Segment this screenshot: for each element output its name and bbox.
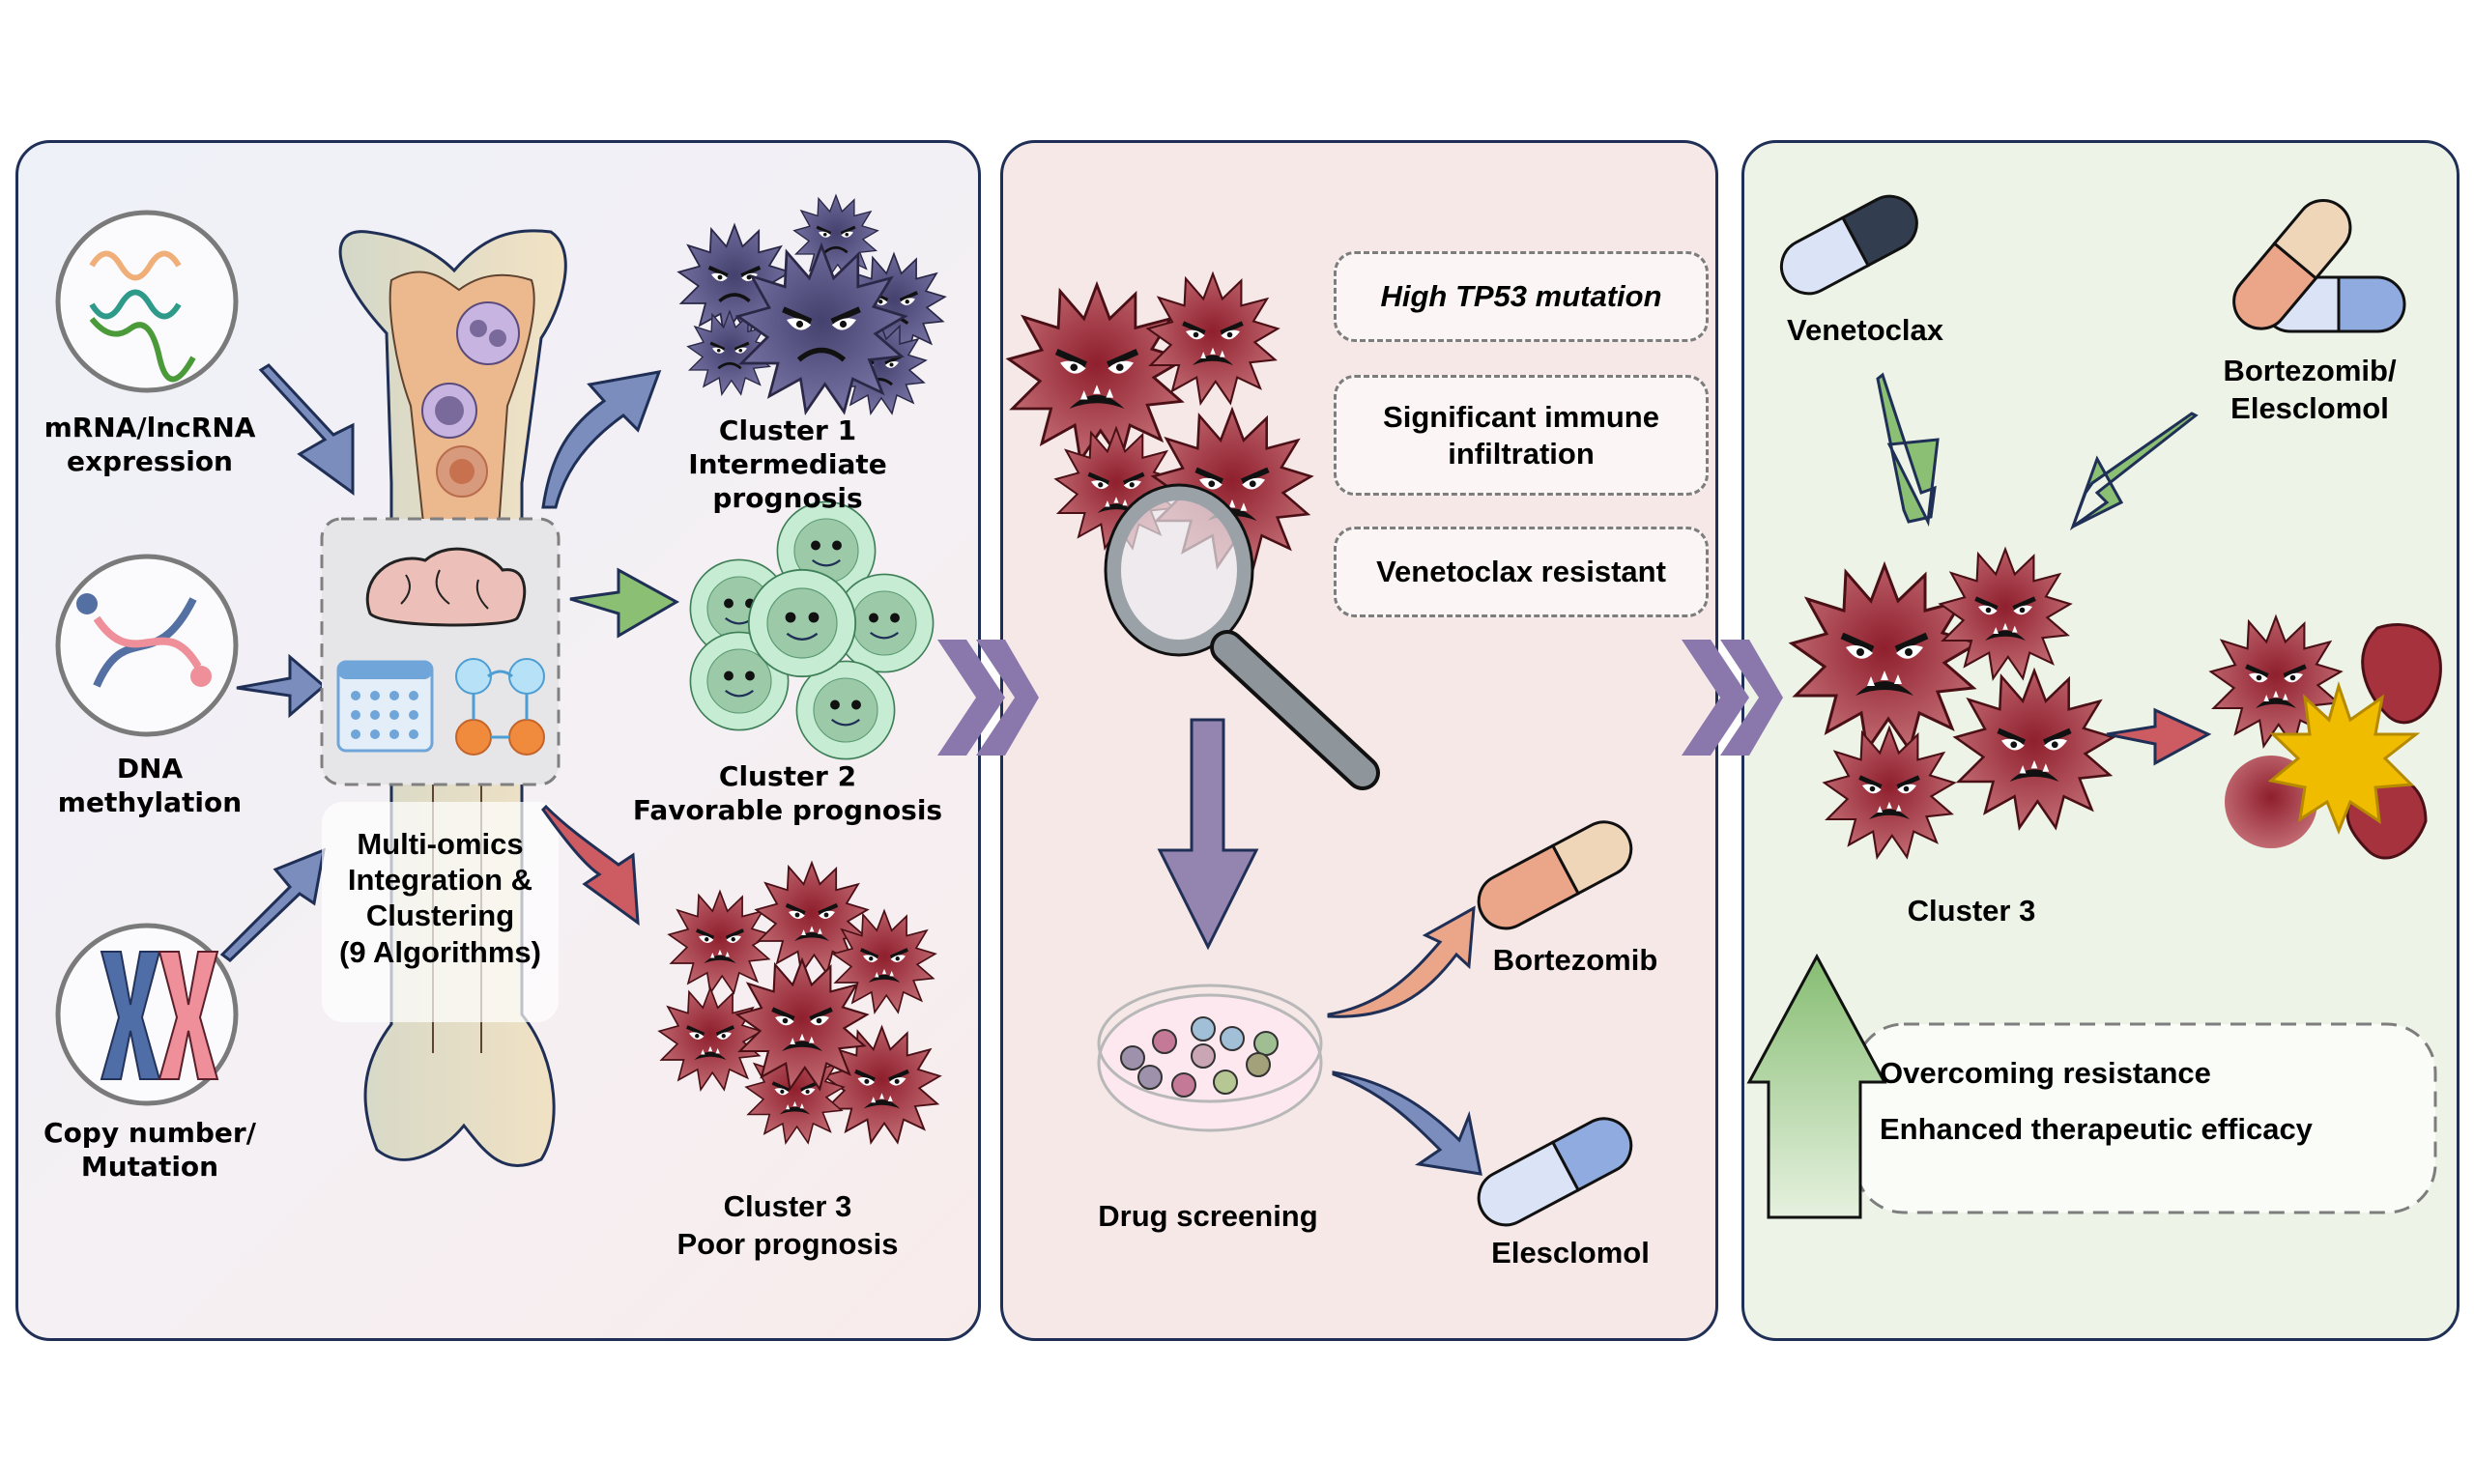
- cluster-1-name: Cluster 1: [718, 414, 857, 446]
- feature-venetoclax-text: Venetoclax resistant: [1376, 555, 1666, 589]
- cluster-1-label: Cluster 1 Intermediate prognosis: [609, 414, 966, 515]
- input-label-rna-line2: expression: [67, 445, 233, 477]
- cluster-3-name: Cluster 3: [723, 1189, 852, 1223]
- combo-drug-line2: Elesclomol: [2230, 390, 2389, 425]
- cluster-2-prognosis: Favorable prognosis: [632, 794, 943, 826]
- outcome-enhanced-efficacy: Enhanced therapeutic efficacy: [1880, 1112, 2313, 1146]
- input-label-cnv-line1: Copy number/: [43, 1117, 256, 1149]
- input-label-cnv-line2: Mutation: [80, 1151, 219, 1183]
- feature-immune-line1: Significant immune: [1383, 400, 1659, 435]
- integration-line-3: Clustering: [365, 899, 515, 933]
- target-cluster-label: Cluster 3: [1907, 894, 2036, 928]
- cluster-1-prognosis: Intermediate prognosis: [688, 448, 887, 514]
- elesclomol-label: Elesclomol: [1491, 1236, 1650, 1270]
- outcome-overcoming-resistance: Overcoming resistance: [1880, 1056, 2211, 1090]
- integration-line-1: Multi-omics: [357, 827, 524, 861]
- cluster-3-prognosis: Poor prognosis: [676, 1226, 899, 1261]
- feature-immune-line2: infiltration: [1448, 436, 1595, 471]
- integration-label: Multi-omics Integration & Clustering (9 …: [322, 826, 559, 970]
- feature-immune: Significant immune infiltration: [1334, 375, 1709, 496]
- input-label-rna: mRNA/lncRNA expression: [39, 411, 261, 478]
- feature-venetoclax-resistant: Venetoclax resistant: [1334, 527, 1709, 617]
- input-label-dna: DNA methylation: [39, 752, 261, 819]
- cluster-3-label: Cluster 3 Poor prognosis: [618, 1188, 957, 1264]
- feature-tp53-text: High TP53 mutation: [1380, 279, 1662, 314]
- input-label-dna-line2: methylation: [57, 786, 243, 818]
- integration-line-2: Integration &: [347, 863, 533, 898]
- feature-tp53: High TP53 mutation: [1334, 251, 1709, 342]
- drug-screening-label: Drug screening: [1098, 1199, 1318, 1233]
- cluster-2-label: Cluster 2 Favorable prognosis: [609, 759, 966, 827]
- integration-line-4: (9 Algorithms): [339, 934, 541, 969]
- cluster-2-name: Cluster 2: [718, 760, 857, 792]
- combo-drug-label: Bortezomib/ Elesclomol: [2194, 353, 2426, 428]
- input-label-cnv: Copy number/ Mutation: [29, 1116, 271, 1184]
- bortezomib-label: Bortezomib: [1492, 943, 1658, 977]
- venetoclax-label: Venetoclax: [1787, 313, 1943, 347]
- input-label-dna-line1: DNA: [116, 753, 184, 785]
- combo-drug-line1: Bortezomib/: [2223, 354, 2397, 387]
- input-label-rna-line1: mRNA/lncRNA: [43, 412, 256, 443]
